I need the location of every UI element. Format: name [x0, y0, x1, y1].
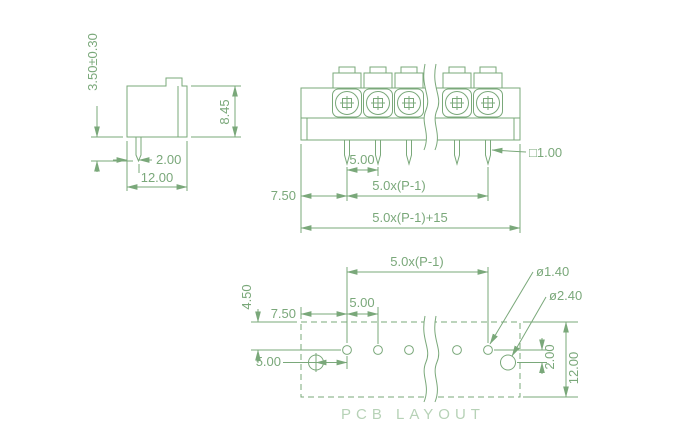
terminal-2 [363, 66, 393, 165]
pin-hole-3 [404, 345, 414, 355]
mount-hole-right [500, 354, 516, 371]
dim-front-total-width: 5.0x(P-1)+15 [300, 144, 521, 233]
dim-pcb-row-gap: 2.00 [494, 338, 557, 374]
front-first-pin-label: 7.50 [271, 188, 296, 203]
terminal-5 [473, 66, 503, 165]
dim-front-first-pin: 7.50 [271, 144, 348, 233]
pcb-layout: 5.0x(P-1) 7.50 5.00 4.50 5.00 [239, 254, 582, 423]
pin-hole-2 [373, 345, 383, 355]
callout-pin-hole-diameter: ø1.40 [489, 264, 569, 345]
front-pitch-label: 5.00 [349, 152, 374, 167]
body-depth-label: 12.00 [141, 170, 174, 185]
front-break-mark [423, 63, 440, 151]
side-pin [135, 137, 142, 163]
pcb-layout-title: PCB LAYOUT [341, 406, 485, 423]
pin-square-label: □1.00 [529, 145, 562, 160]
pcb-row-gap-label: 2.00 [542, 344, 557, 369]
side-view: 3.50±0.30 8.45 2.00 12.00 [85, 33, 241, 191]
dim-front-pitch: 5.00 [346, 152, 379, 201]
body-height-label: 8.45 [217, 99, 232, 124]
pin-length-label: 3.50±0.30 [85, 33, 100, 91]
pin-hole-4 [452, 345, 462, 355]
terminal-3 [394, 66, 424, 165]
dim-body-height: 8.45 [191, 85, 241, 138]
dim-pcb-mount-offset: 5.00 [256, 353, 348, 372]
pin-hole-1 [342, 345, 352, 355]
front-total-width-label: 5.0x(P-1)+15 [372, 210, 448, 225]
dim-body-depth: 12.00 [126, 141, 188, 191]
pcb-span-label: 5.0x(P-1) [390, 254, 443, 269]
dim-pcb-span: 5.0x(P-1) [346, 254, 489, 343]
pin-hole-5 [483, 345, 493, 355]
dim-pcb-row-offset: 4.50 [239, 284, 341, 363]
dim-pcb-pitch: 5.00 [346, 295, 379, 344]
dim-pcb-first-hole: 7.50 [271, 306, 348, 321]
pcb-pitch-label: 5.00 [349, 295, 374, 310]
terminal-1 [332, 66, 362, 165]
front-span-label: 5.0x(P-1) [372, 178, 425, 193]
pin-offset-label: 2.00 [156, 152, 181, 167]
front-view: 5.00 5.0x(P-1) 7.50 5.0x(P-1)+15 □1.00 [271, 63, 562, 233]
callout-mount-hole-diameter: ø2.40 [511, 288, 582, 357]
side-body-outline [126, 77, 188, 138]
dim-pin-length: 3.50±0.30 [85, 33, 133, 172]
dim-front-span: 5.0x(P-1) [346, 167, 489, 201]
pcb-outline [300, 321, 521, 398]
dim-pcb-depth: 12.00 [523, 321, 581, 398]
pcb-break-mark [423, 315, 440, 403]
callout-pin-square: □1.00 [491, 145, 562, 160]
pin-hole-diameter-label: ø1.40 [536, 264, 569, 279]
mount-hole-diameter-label: ø2.40 [549, 288, 582, 303]
pcb-first-hole-label: 7.50 [271, 306, 296, 321]
terminal-4 [442, 66, 472, 165]
pcb-depth-label: 12.00 [566, 352, 581, 385]
pcb-mount-offset-label: 5.00 [256, 354, 281, 369]
pcb-row-offset-label: 4.50 [239, 284, 254, 309]
dim-pin-offset: 2.00 [113, 152, 181, 173]
